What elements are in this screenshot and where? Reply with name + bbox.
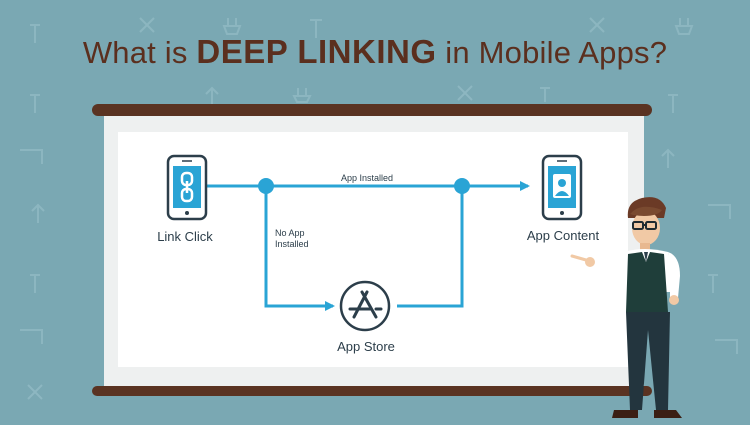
title-prefix: What is xyxy=(82,35,197,70)
branch-node xyxy=(258,178,274,194)
user-profile-icon xyxy=(553,174,571,198)
plug-icon xyxy=(222,18,242,35)
title-suffix: in Mobile Apps? xyxy=(436,35,668,70)
pipe-icon xyxy=(20,149,43,164)
hammer-icon xyxy=(310,19,322,38)
pipe-icon xyxy=(20,329,43,344)
plug-icon xyxy=(292,88,312,103)
title-emphasis: DEEP LINKING xyxy=(196,33,437,70)
app-content-phone xyxy=(541,154,583,221)
chain-link-icon xyxy=(180,171,194,203)
edge-label-no-app-line2: Installed xyxy=(275,239,309,249)
pipe-icon xyxy=(708,204,731,219)
wrench-icon xyxy=(27,384,43,400)
pipe-icon xyxy=(715,339,738,354)
merge-node xyxy=(454,178,470,194)
arrow-up-icon xyxy=(31,203,45,223)
wrench-icon xyxy=(457,85,473,101)
arrow-up-icon xyxy=(205,86,219,104)
board-bottom-rail xyxy=(92,386,652,396)
presenter-illustration xyxy=(570,197,682,418)
hammer-icon xyxy=(708,274,718,293)
hammer-icon xyxy=(668,94,678,113)
page-title: What is DEEP LINKING in Mobile Apps? xyxy=(0,33,750,71)
app-content-label: App Content xyxy=(527,228,600,243)
wrench-icon xyxy=(139,17,155,33)
arrow-up-icon xyxy=(661,148,675,168)
hammer-icon xyxy=(30,94,40,113)
board-top-rail xyxy=(92,104,652,116)
link-click-label: Link Click xyxy=(157,229,213,244)
wrench-icon xyxy=(589,17,605,33)
link-click-phone xyxy=(166,154,208,221)
edge-label-app-installed: App Installed xyxy=(341,173,393,183)
hammer-icon xyxy=(30,274,40,293)
plug-icon xyxy=(674,18,694,35)
flow-no-app-installed xyxy=(264,186,335,311)
app-store-label: App Store xyxy=(337,339,395,354)
flow-store-to-node xyxy=(397,186,464,308)
edge-label-no-app-line1: No App xyxy=(275,228,305,238)
app-store-icon xyxy=(339,280,391,332)
hammer-icon xyxy=(30,24,40,43)
hammer-icon xyxy=(540,87,550,102)
